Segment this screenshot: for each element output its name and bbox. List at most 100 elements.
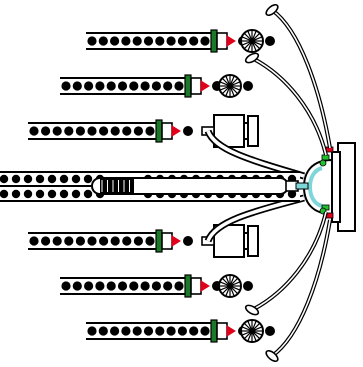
- tube-bead: [287, 189, 297, 199]
- cable: [251, 211, 328, 312]
- rod-bead: [29, 126, 39, 136]
- tube-bead: [23, 189, 33, 199]
- cable-core: [251, 211, 327, 311]
- rod-collar: [184, 274, 192, 298]
- rod-end-knob: [243, 281, 253, 291]
- rosette-hub: [249, 328, 255, 334]
- rod-bead: [61, 281, 71, 291]
- rod-bead: [110, 236, 120, 246]
- rod-end-knob: [265, 36, 275, 46]
- rod-bead: [121, 326, 131, 336]
- rod-collar: [210, 319, 218, 343]
- rod-bead: [143, 326, 154, 336]
- rod-bead: [41, 236, 51, 246]
- rod-sleeve: [190, 77, 202, 95]
- rod-bead: [87, 36, 97, 46]
- rod-thread: [171, 125, 181, 137]
- cable: [251, 56, 328, 156]
- rod-thread: [226, 325, 236, 337]
- rod-bead: [121, 36, 131, 46]
- rod-bead: [129, 81, 139, 91]
- rod-sleeve: [161, 122, 173, 140]
- rod-bead: [106, 81, 116, 91]
- tube-bead: [59, 189, 69, 199]
- tube-bead: [0, 189, 9, 199]
- cable-core: [271, 9, 331, 149]
- rod-bead: [133, 126, 143, 136]
- rod-5: [60, 274, 253, 298]
- tube-bead: [47, 189, 57, 199]
- rod-bead: [98, 36, 108, 46]
- rod-bead: [87, 326, 97, 336]
- rod-6: [86, 319, 275, 343]
- rod-bead: [129, 281, 139, 291]
- rod-thread: [200, 280, 210, 292]
- tube-bead: [71, 174, 81, 184]
- rod-bead: [98, 326, 108, 336]
- rod-bead: [64, 236, 74, 246]
- rod-bead: [140, 281, 150, 291]
- rod-bead: [189, 326, 199, 336]
- tube-bead: [83, 189, 93, 199]
- rod-sleeve: [190, 277, 202, 295]
- cylinder-cap: [247, 225, 259, 257]
- rod-bead: [177, 326, 187, 336]
- cable-plug: [265, 3, 279, 17]
- rod-collar: [184, 74, 192, 98]
- rod-bead: [143, 36, 154, 46]
- cable-plug: [244, 52, 260, 64]
- rod-sleeve: [216, 32, 228, 50]
- tube-bead: [83, 174, 93, 184]
- rod-bead: [163, 281, 173, 291]
- rod-3: [28, 114, 259, 148]
- rod-collar: [155, 119, 163, 143]
- rod-4: [28, 224, 259, 258]
- rod-sleeve: [216, 322, 228, 340]
- rod-bead: [95, 281, 105, 291]
- rod-joint: [183, 236, 193, 246]
- tube-bead: [0, 174, 9, 184]
- rod-thread: [226, 35, 236, 47]
- hub-port: [321, 154, 330, 161]
- hose-core: [206, 196, 305, 242]
- rod-bead: [174, 81, 184, 91]
- tube-tip: [295, 182, 309, 190]
- rod-bead: [155, 36, 165, 46]
- rod-bead: [122, 126, 132, 136]
- rosette-hub: [227, 283, 233, 289]
- rod-bead: [95, 81, 105, 91]
- rod-bead: [110, 126, 120, 136]
- cable-core: [271, 219, 331, 357]
- main-tube: [0, 171, 309, 202]
- cable-plug: [265, 349, 279, 363]
- rod-1: [86, 29, 275, 53]
- rod-bead: [29, 236, 39, 246]
- rod-thread: [171, 235, 181, 247]
- rod-bead: [200, 36, 210, 46]
- rod-bead: [132, 36, 142, 46]
- rosette-hub: [249, 38, 255, 44]
- rod-bead: [61, 81, 71, 91]
- tube-bead: [23, 174, 33, 184]
- hub-assembly: [302, 142, 356, 232]
- rosette-hub: [227, 83, 233, 89]
- rod-bead: [106, 281, 116, 291]
- rod-bead: [163, 81, 173, 91]
- rod-bead: [72, 281, 82, 291]
- rod-bead: [52, 126, 62, 136]
- rod-bead: [84, 81, 94, 91]
- rod-joint: [183, 126, 193, 136]
- cylinder-cap: [247, 115, 259, 147]
- rod-sleeve: [161, 232, 173, 250]
- hub-flange: [331, 151, 341, 223]
- tube-bead: [59, 174, 69, 184]
- rod-bead: [99, 126, 109, 136]
- hub-accent-ring: [307, 166, 323, 208]
- rod-thread: [200, 80, 210, 92]
- rod-collar: [155, 229, 163, 253]
- rod-bead: [145, 236, 155, 246]
- tube-grip: [100, 179, 134, 193]
- rod-bead: [72, 81, 82, 91]
